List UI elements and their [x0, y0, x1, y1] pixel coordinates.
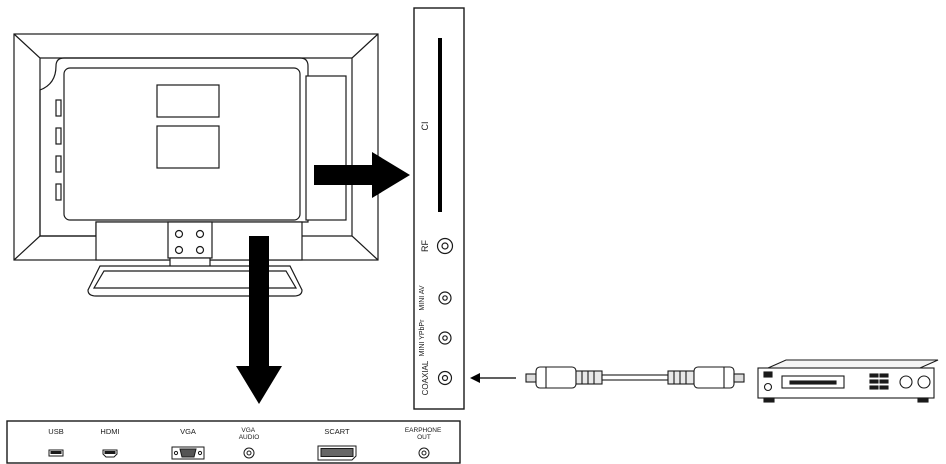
tv-side-slot — [55, 127, 62, 145]
hdmi-port-icon — [102, 449, 118, 458]
scart-port-icon — [317, 445, 357, 461]
tv-bevel-right — [351, 33, 379, 261]
dvd-player-icon — [757, 359, 939, 403]
label-vga: VGA — [180, 427, 196, 436]
arrow-to-side-panel — [314, 152, 410, 198]
rf-jack-icon — [436, 237, 454, 255]
label-coaxial: COAXIAL — [421, 360, 430, 395]
usb-port-icon — [48, 449, 64, 457]
tv-back-view — [13, 33, 379, 297]
label-hdmi: HDMI — [100, 427, 119, 436]
coaxial-cable-arrow — [470, 373, 516, 383]
label-mini-av: MINI AV — [419, 285, 426, 310]
tv-side-slot — [55, 183, 62, 201]
tv-side-connector-bay — [305, 75, 347, 221]
bottom-connector-panel: USB HDMI VGA VGA AUDIO SCART EARPHONE OU… — [6, 420, 461, 464]
arrow-to-bottom-panel — [236, 236, 282, 404]
label-ci: CI — [420, 122, 430, 131]
tv-side-slot — [55, 155, 62, 173]
bottom-panel-frame — [6, 420, 461, 464]
tv-side-slot — [55, 99, 62, 117]
coaxial-jack-icon — [437, 370, 453, 386]
tv-inner-panel — [39, 57, 309, 237]
tv-stand-neck — [167, 221, 213, 259]
tv-vent-upper — [156, 84, 220, 118]
ci-card-slot — [438, 38, 442, 212]
vga-audio-jack-icon — [243, 447, 255, 459]
earphone-jack-icon — [418, 447, 430, 459]
label-mini-ypbpr: MINI YPbPr — [419, 319, 426, 356]
side-connector-panel: CI RF MINI AV MINI YPbPr COAXIAL — [413, 7, 465, 410]
mini-av-jack-icon — [438, 291, 452, 305]
label-vga-audio: VGA AUDIO — [239, 427, 260, 441]
label-scart: SCART — [324, 427, 350, 436]
mini-ypbpr-jack-icon — [438, 331, 452, 345]
rca-cable — [525, 366, 745, 389]
label-usb: USB — [48, 427, 63, 436]
tv-vent-lower — [156, 125, 220, 169]
vga-port-icon — [171, 446, 205, 460]
label-earphone-out: EARPHONE OUT — [405, 427, 443, 441]
label-rf: RF — [420, 240, 430, 252]
